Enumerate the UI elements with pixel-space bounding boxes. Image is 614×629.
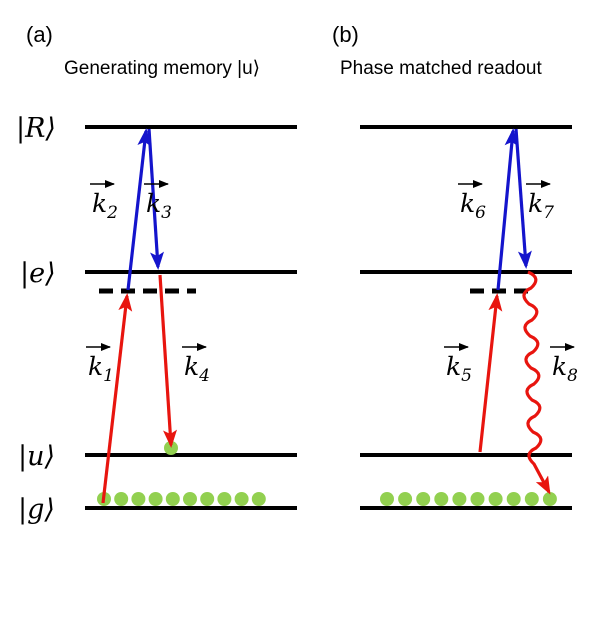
atom-dot: [506, 492, 521, 506]
panel-a-title: Generating memory |u⟩: [64, 58, 260, 79]
atom-dot: [165, 492, 180, 506]
k4-text: k4: [184, 352, 210, 386]
panel-b: (b) Phase matched readout k6 k7 k5: [332, 22, 578, 510]
atom-dot: [234, 492, 249, 506]
atom-dot: [251, 492, 266, 506]
panel-a: (a) Generating memory |u⟩ |R⟩ |e⟩ |u⟩ |g…: [16, 22, 297, 525]
atom-dot: [200, 492, 215, 506]
atom-dot: [380, 492, 394, 506]
atom-dot: [434, 492, 449, 506]
k5-text: k5: [446, 352, 472, 386]
arrow-k8-wavy: [522, 270, 551, 495]
k6-text: k6: [460, 189, 486, 223]
atom-dot: [398, 492, 413, 506]
k1-text: k1: [88, 352, 114, 386]
ground-atoms-b: [380, 492, 557, 506]
level-label-e: |e⟩: [20, 258, 56, 289]
label-k5: k5: [444, 343, 472, 386]
panel-b-title: Phase matched readout: [340, 58, 542, 79]
arrow-k7: [514, 128, 532, 269]
panel-a-tag: (a): [26, 22, 53, 47]
label-k6: k6: [458, 180, 486, 223]
k2-text: k2: [92, 189, 118, 223]
label-k8: k8: [550, 343, 578, 386]
k8-text: k8: [552, 352, 578, 386]
arrow-k4: [158, 274, 178, 448]
atom-dot: [416, 492, 431, 506]
atom-dot: [524, 492, 539, 506]
label-k1: k1: [86, 343, 114, 386]
atom-dot: [183, 492, 197, 506]
label-k7: k7: [526, 180, 554, 223]
level-label-g: |g⟩: [18, 494, 55, 525]
atom-dot: [542, 492, 557, 506]
atom-dot: [452, 492, 467, 506]
atom-dot: [131, 492, 146, 506]
level-label-u: |u⟩: [18, 441, 55, 472]
k7-text: k7: [528, 189, 554, 223]
label-k4: k4: [182, 343, 210, 386]
atom-dot: [148, 492, 163, 506]
atom-dot: [470, 492, 485, 506]
atom-dot: [217, 492, 232, 506]
label-k2: k2: [90, 180, 118, 223]
arrow-k1: [101, 293, 133, 504]
arrow-k5: [478, 293, 503, 453]
ground-atoms-a: [97, 492, 266, 506]
arrow-k3: [147, 128, 165, 270]
level-label-R: |R⟩: [16, 113, 56, 144]
label-k3: k3: [144, 180, 172, 223]
arrow-k6: [496, 128, 519, 291]
panel-b-tag: (b): [332, 22, 359, 47]
atom-dot: [488, 492, 503, 506]
atom-dot: [114, 492, 129, 506]
k3-text: k3: [146, 189, 172, 223]
arrow-k2: [126, 128, 152, 291]
